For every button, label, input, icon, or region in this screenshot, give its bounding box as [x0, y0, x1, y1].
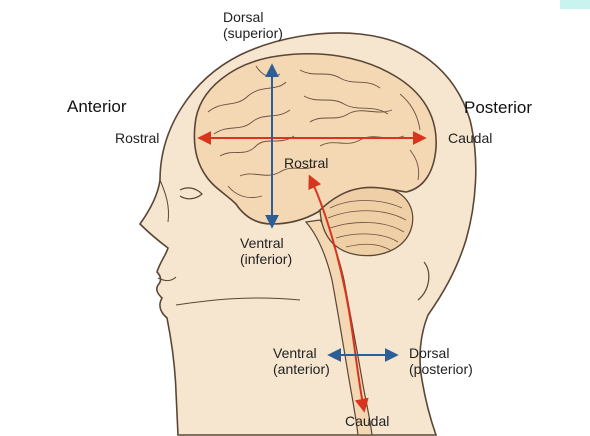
caudal-right-label: Caudal	[448, 130, 493, 146]
dorsal-bottom-sublabel: (posterior)	[409, 361, 473, 377]
mouth	[157, 276, 177, 281]
spinal-rostral-caudal-arrow	[308, 174, 369, 413]
anterior-label: Anterior	[67, 97, 127, 116]
corner-tab	[560, 0, 590, 9]
dorsal-bottom-label: Dorsal	[409, 345, 450, 361]
rostral-left-label: Rostral	[115, 130, 160, 146]
rostral-inner-label: Rostral	[284, 155, 329, 171]
ear	[417, 261, 430, 301]
nose-line	[159, 179, 169, 223]
dorsal-top-sublabel: (superior)	[223, 25, 283, 41]
ventral-mid-label: Ventral	[240, 235, 284, 251]
eye	[179, 187, 203, 200]
posterior-label: Posterior	[464, 98, 533, 117]
ventral-bottom-label: Ventral	[273, 345, 317, 361]
ventral-mid-sublabel: (inferior)	[240, 251, 293, 267]
caudal-bottom-label: Caudal	[345, 413, 390, 429]
jaw-line	[175, 297, 301, 306]
dorsal-top-label: Dorsal	[223, 9, 264, 25]
ventral-bottom-sublabel: (anterior)	[273, 361, 330, 377]
